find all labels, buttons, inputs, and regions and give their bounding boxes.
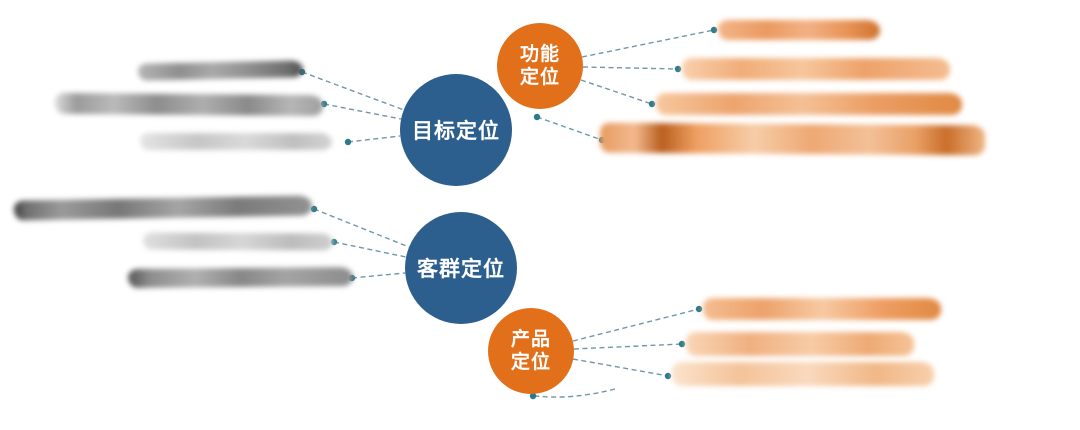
redacted-text-bar-orange: [656, 93, 962, 115]
redacted-text-bar-gray: [127, 267, 354, 288]
node-customer-label: 客群定位: [417, 258, 505, 281]
node-function-label-line2: 定位: [519, 67, 560, 88]
redacted-text-bar-gray: [142, 232, 334, 251]
redacted-text-bar-orange: [703, 298, 941, 320]
redacted-text-bar-orange: [686, 332, 914, 356]
node-function-positioning: 功能 定位: [497, 23, 583, 109]
redacted-text-bar-gray: [137, 60, 304, 81]
redacted-text-bar-orange: [599, 122, 986, 156]
redacted-text-bar-gray: [54, 92, 324, 117]
redacted-text-bar-gray: [13, 195, 313, 221]
node-product-label-line2: 定位: [510, 352, 551, 373]
redacted-text-bar-orange: [682, 58, 950, 80]
node-product-positioning: 产品 定位: [488, 308, 574, 394]
redacted-text-bar-orange: [672, 362, 934, 386]
node-product-label-line1: 产品: [510, 328, 551, 350]
node-function-label-line1: 功能: [519, 43, 560, 65]
redacted-text-bar-gray: [140, 133, 332, 150]
node-customer-positioning: 客群定位: [405, 212, 517, 324]
node-target-positioning: 目标定位: [400, 74, 512, 186]
node-target-label: 目标定位: [412, 120, 500, 143]
redacted-text-bar-orange: [718, 20, 880, 40]
